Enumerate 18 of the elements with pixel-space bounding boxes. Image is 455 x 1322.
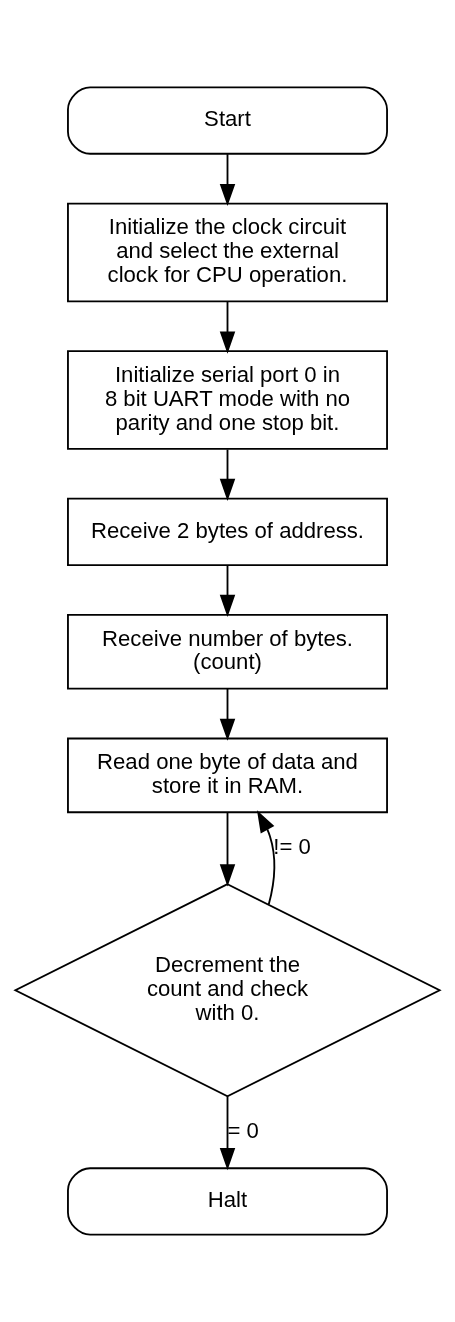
node-box: Halt (67, 1167, 388, 1236)
arrow (219, 300, 236, 354)
edge-label: = 0 (227, 1117, 259, 1143)
arrow (219, 153, 236, 207)
arrow (219, 448, 236, 501)
arrow (219, 1095, 236, 1171)
node-box: Receive 2 bytes of address. (67, 497, 388, 566)
edge-label: != 0 (273, 833, 311, 859)
node-diamond: Decrement the count and check with 0. (13, 883, 442, 1098)
arrow (219, 811, 236, 887)
node-box: Initialize serial port 0 in 8 bit UART mode with no parity and one stop bit. (67, 350, 388, 450)
node-box: Read one byte of data and store it in RAM. (67, 737, 388, 814)
node-box: Receive number of bytes. (count) (67, 613, 388, 690)
node-box: Initialize the clock circuit and select the external clock for CPU operation. (67, 202, 388, 303)
arrow (219, 688, 236, 741)
node-box: Start (67, 86, 388, 155)
arrow (256, 810, 276, 906)
arrow (219, 564, 236, 617)
